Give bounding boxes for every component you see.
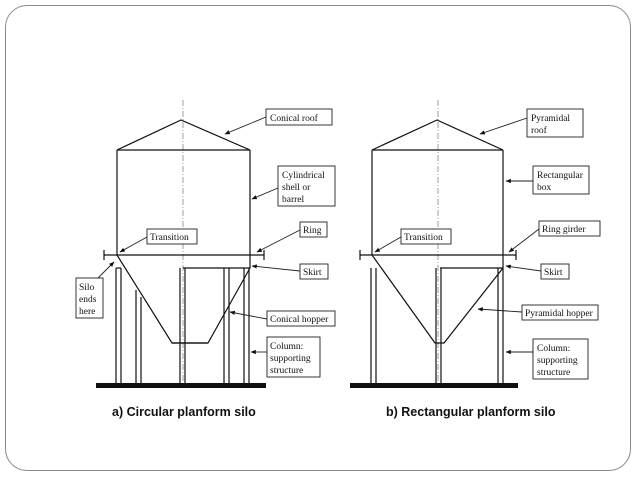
label-pyramidal-roof-1: Pyramidal <box>531 114 570 124</box>
label-transition-a: Transition <box>150 233 189 243</box>
label-pyramidal-roof-2: roof <box>531 125 548 136</box>
label-box-skirt-a <box>299 263 329 280</box>
silo-b-columns <box>370 268 504 383</box>
label-box-transition-a <box>146 228 198 245</box>
label-pyramidal-hopper: Pyramidal hopper <box>525 309 594 319</box>
label-rectangular-box-2: box <box>537 183 552 193</box>
label-skirt-b: Skirt <box>544 268 563 278</box>
label-box-conical-hopper <box>266 310 336 327</box>
label-box-skirt-b <box>540 263 570 280</box>
silo-b-pyramidal-roof <box>371 119 504 151</box>
label-column-a-2: supporting <box>270 354 311 364</box>
silo-a-columns <box>115 267 250 383</box>
label-rectangular-box-1: Rectangular <box>537 171 584 181</box>
label-silo-ends-1: Silo <box>79 283 95 293</box>
label-box-pyramidal-roof <box>526 108 584 138</box>
label-transition-b: Transition <box>404 233 443 243</box>
label-box-transition-b <box>400 228 452 245</box>
label-box-ring <box>299 221 328 238</box>
silo-b-labels: Pyramidal roof Rectangular box Transitio… <box>374 108 601 380</box>
label-box-rectangular-box <box>532 165 590 195</box>
leader-shell <box>251 187 279 200</box>
silo-a-drawing <box>96 100 266 388</box>
leader-pyramidal-hopper <box>477 307 523 313</box>
label-column-a-3: structure <box>270 366 303 376</box>
silo-a-conical-roof <box>116 119 251 151</box>
label-box-shell <box>277 165 336 207</box>
caption-silo-a: a) Circular planform silo <box>112 405 256 419</box>
label-column-a-1: Column: <box>270 342 303 352</box>
caption-silo-b: b) Rectangular planform silo <box>386 405 556 419</box>
label-shell-3: barrel <box>282 195 305 205</box>
label-silo-ends-2: ends <box>79 295 97 305</box>
label-shell-1: Cylindrical <box>282 171 325 181</box>
silo-b-pyramidal-hopper <box>371 254 504 344</box>
label-box-column-a <box>266 336 321 378</box>
leader-silo-ends <box>97 261 115 279</box>
silo-a-labels: Conical roof Cylindrical shell or barrel… <box>75 108 336 378</box>
leader-conical-hopper <box>229 310 268 320</box>
leader-conical-roof <box>224 116 267 135</box>
leader-transition-b <box>374 236 402 253</box>
label-conical-hopper: Conical hopper <box>270 315 329 325</box>
label-box-silo-ends <box>75 277 104 319</box>
silo-b-ground <box>350 383 518 388</box>
label-ring-girder: Ring girder <box>542 225 586 235</box>
silo-b-drawing <box>350 100 518 388</box>
label-skirt-a: Skirt <box>303 268 322 278</box>
label-ring: Ring <box>303 226 322 236</box>
label-box-pyramidal-hopper <box>521 304 599 321</box>
leader-ring-girder <box>508 228 540 253</box>
label-column-b-2: supporting <box>537 356 578 366</box>
leader-ring <box>256 229 301 253</box>
label-column-b-3: structure <box>537 368 570 378</box>
label-conical-roof: Conical roof <box>270 113 319 124</box>
leader-skirt-a <box>251 264 301 272</box>
leader-skirt-b <box>505 264 542 272</box>
silo-a-ground <box>96 383 266 388</box>
leader-transition-a <box>119 236 148 253</box>
label-box-ring-girder <box>538 220 601 237</box>
leader-pyramidal-roof <box>479 117 528 135</box>
label-column-b-1: Column: <box>537 344 570 354</box>
label-silo-ends-3: here <box>79 307 95 317</box>
label-shell-2: shell or <box>282 183 311 193</box>
label-box-column-b <box>532 338 589 380</box>
